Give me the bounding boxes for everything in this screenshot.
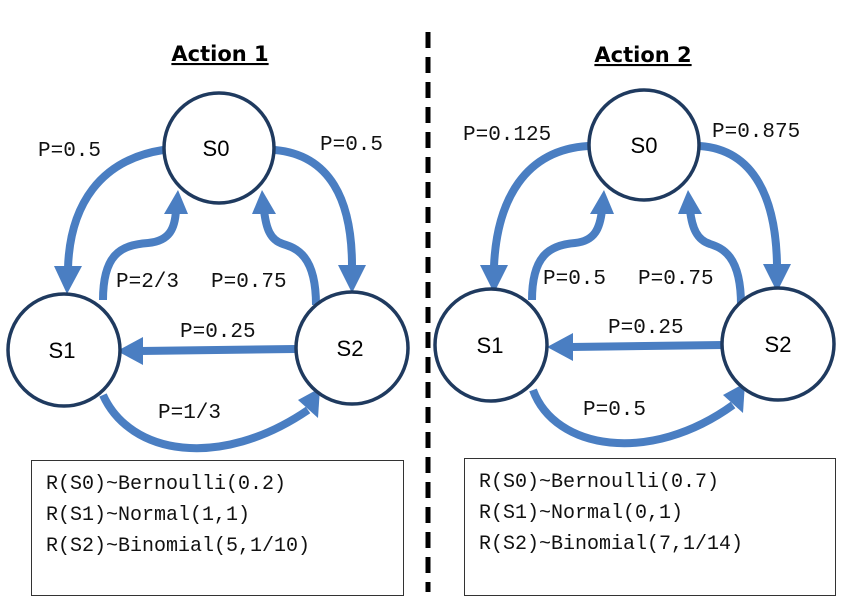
prob-s2-s1: P=0.25 (180, 321, 256, 344)
edge-s2-s0 (260, 209, 320, 306)
panel-title: Action 1 (171, 42, 268, 66)
prob-s1-s0: P=0.5 (543, 268, 606, 291)
reward-s2: R(S2)~Binomial(7,1/14) (479, 533, 744, 556)
prob-s2-s0: P=0.75 (638, 268, 714, 291)
arrowhead-s2-s0 (252, 190, 276, 214)
prob-s0-s1: P=0.5 (38, 140, 101, 163)
state-s2: S2 (720, 286, 836, 402)
edge-s2-s0 (686, 209, 745, 306)
arrowhead-s1-s0 (590, 190, 614, 214)
arrowhead-s2-s1 (547, 333, 573, 361)
reward-s0: R(S0)~Bernoulli(0.7) (479, 471, 720, 494)
arrowhead-s2-s1 (117, 337, 143, 365)
panel-action-2: Action 2 S0 S1 (433, 43, 836, 448)
reward-s1: R(S1)~Normal(0,1) (479, 502, 684, 525)
prob-s1-s2: P=0.5 (583, 399, 646, 422)
arrowhead-s1-s2 (723, 383, 745, 413)
arrowhead-s0-s2 (763, 264, 791, 292)
edge-s1-s0 (528, 209, 606, 301)
edge-s0-s1 (64, 146, 164, 269)
state-s1: S1 (6, 292, 122, 408)
edge-s0-s2 (274, 146, 356, 267)
reward-box-action-1: R(S0)~Bernoulli(0.2) R(S1)~Normal(1,1) R… (31, 460, 404, 596)
state-label: S0 (203, 136, 230, 161)
arrowhead-s1-s2 (298, 388, 320, 418)
edge-s1-s2 (99, 393, 311, 453)
edge-s1-s2 (529, 388, 736, 448)
state-label: S1 (477, 333, 504, 358)
state-label: S1 (49, 338, 76, 363)
prob-s0-s2: P=0.875 (712, 121, 800, 144)
edge-s0-s2 (699, 142, 781, 266)
state-s2: S2 (294, 290, 410, 406)
state-label: S0 (631, 133, 658, 158)
state-label: S2 (337, 336, 364, 361)
reward-s2: R(S2)~Binomial(5,1/10) (46, 535, 311, 558)
edge-s0-s1 (490, 142, 589, 267)
reward-s0: R(S0)~Bernoulli(0.2) (46, 473, 287, 496)
prob-s0-s2: P=0.5 (320, 134, 383, 157)
arrowhead-s0-s2 (338, 265, 366, 293)
edge-s1-s0 (99, 209, 180, 301)
arrowhead-s1-s0 (164, 190, 188, 214)
state-s0: S0 (162, 91, 276, 205)
reward-box-action-2: R(S0)~Bernoulli(0.7) R(S1)~Normal(0,1) R… (464, 458, 836, 596)
state-s0: S0 (587, 88, 701, 202)
prob-s1-s2: P=1/3 (158, 402, 221, 425)
prob-s2-s1: P=0.25 (608, 317, 684, 340)
prob-s0-s1: P=0.125 (463, 124, 551, 147)
state-s1: S1 (433, 287, 549, 403)
arrowhead-s0-s1 (480, 265, 508, 293)
prob-s1-s0: P=2/3 (116, 271, 179, 294)
edge-s2-s1 (569, 341, 724, 351)
state-label: S2 (765, 332, 792, 357)
prob-s2-s0: P=0.75 (211, 271, 287, 294)
reward-s1: R(S1)~Normal(1,1) (46, 504, 251, 527)
arrowhead-s2-s0 (678, 190, 702, 214)
edge-s2-s1 (139, 345, 296, 355)
arrowhead-s0-s1 (54, 266, 82, 294)
panel-title: Action 2 (594, 43, 691, 67)
panel-action-1: Action 1 S0 S1 (6, 42, 410, 453)
